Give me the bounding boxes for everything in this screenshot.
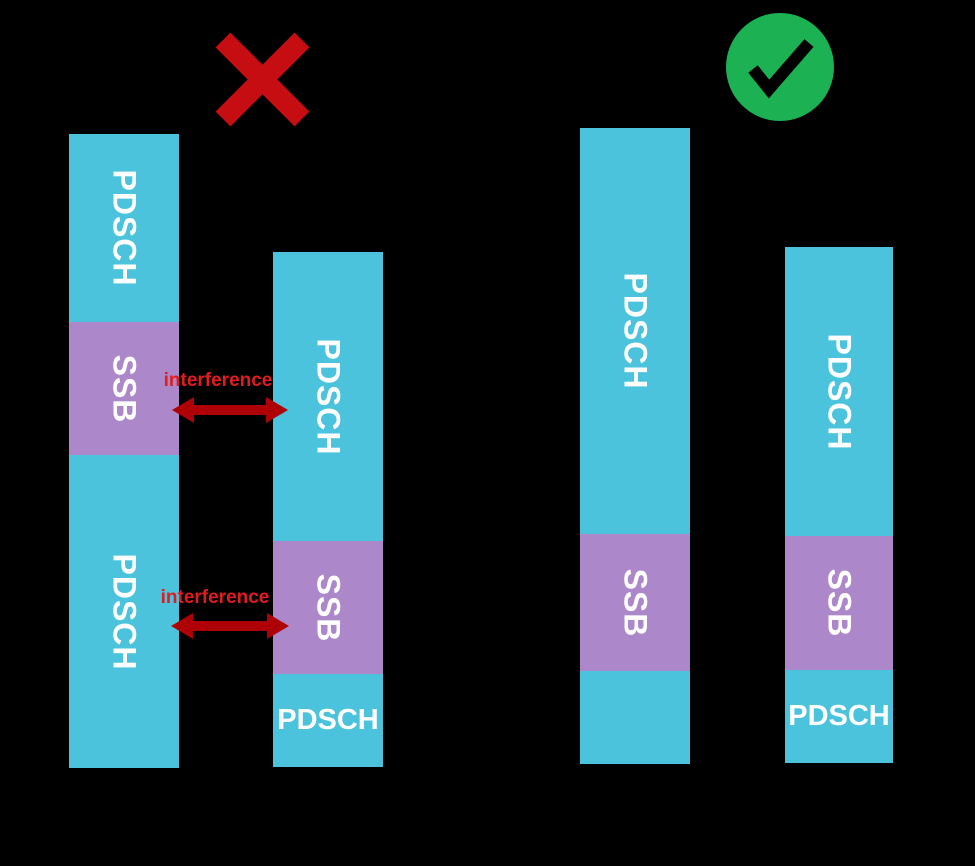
cross-icon (215, 32, 310, 127)
pdsch-segment: PDSCH (580, 128, 690, 534)
interference-label: interference (163, 370, 273, 391)
good-left-bar: PDSCH SSB (580, 128, 690, 764)
interference-label: interference (160, 587, 270, 608)
ssb-segment-label: SSB (617, 568, 654, 637)
bad-right-bar: PDSCH SSB PDSCH (273, 252, 383, 767)
ssb-segment: SSB (69, 322, 179, 455)
pdsch-segment: PDSCH (69, 455, 179, 768)
pdsch-segment: PDSCH (273, 674, 383, 767)
ssb-segment-label: SSB (310, 573, 347, 642)
bad-left-bar: PDSCH SSB PDSCH (69, 134, 179, 768)
pdsch-segment-label: PDSCH (277, 704, 379, 736)
ssb-segment: SSB (785, 536, 893, 670)
pdsch-segment: PDSCH (785, 247, 893, 536)
pdsch-segment-label: PDSCH (617, 272, 654, 390)
pdsch-segment: PDSCH (785, 670, 893, 763)
ssb-segment: SSB (580, 534, 690, 671)
pdsch-segment-label: PDSCH (106, 169, 143, 287)
pdsch-segment-label: PDSCH (788, 700, 890, 732)
segment-label (580, 671, 690, 764)
pdsch-segment: PDSCH (273, 252, 383, 541)
double-arrow-icon (172, 397, 288, 423)
ssb-segment: SSB (273, 541, 383, 674)
pdsch-segment-label: PDSCH (821, 332, 858, 451)
good-right-bar: PDSCH SSB PDSCH (785, 247, 893, 763)
check-icon (726, 13, 834, 121)
pdsch-segment-label: PDSCH (106, 552, 143, 671)
pdsch-segment-label: PDSCH (310, 337, 347, 456)
unlabeled-segment (580, 671, 690, 764)
ssb-segment-label: SSB (821, 568, 858, 638)
double-arrow-icon (171, 613, 289, 639)
pdsch-segment: PDSCH (69, 134, 179, 322)
ssb-segment-label: SSB (106, 354, 143, 423)
